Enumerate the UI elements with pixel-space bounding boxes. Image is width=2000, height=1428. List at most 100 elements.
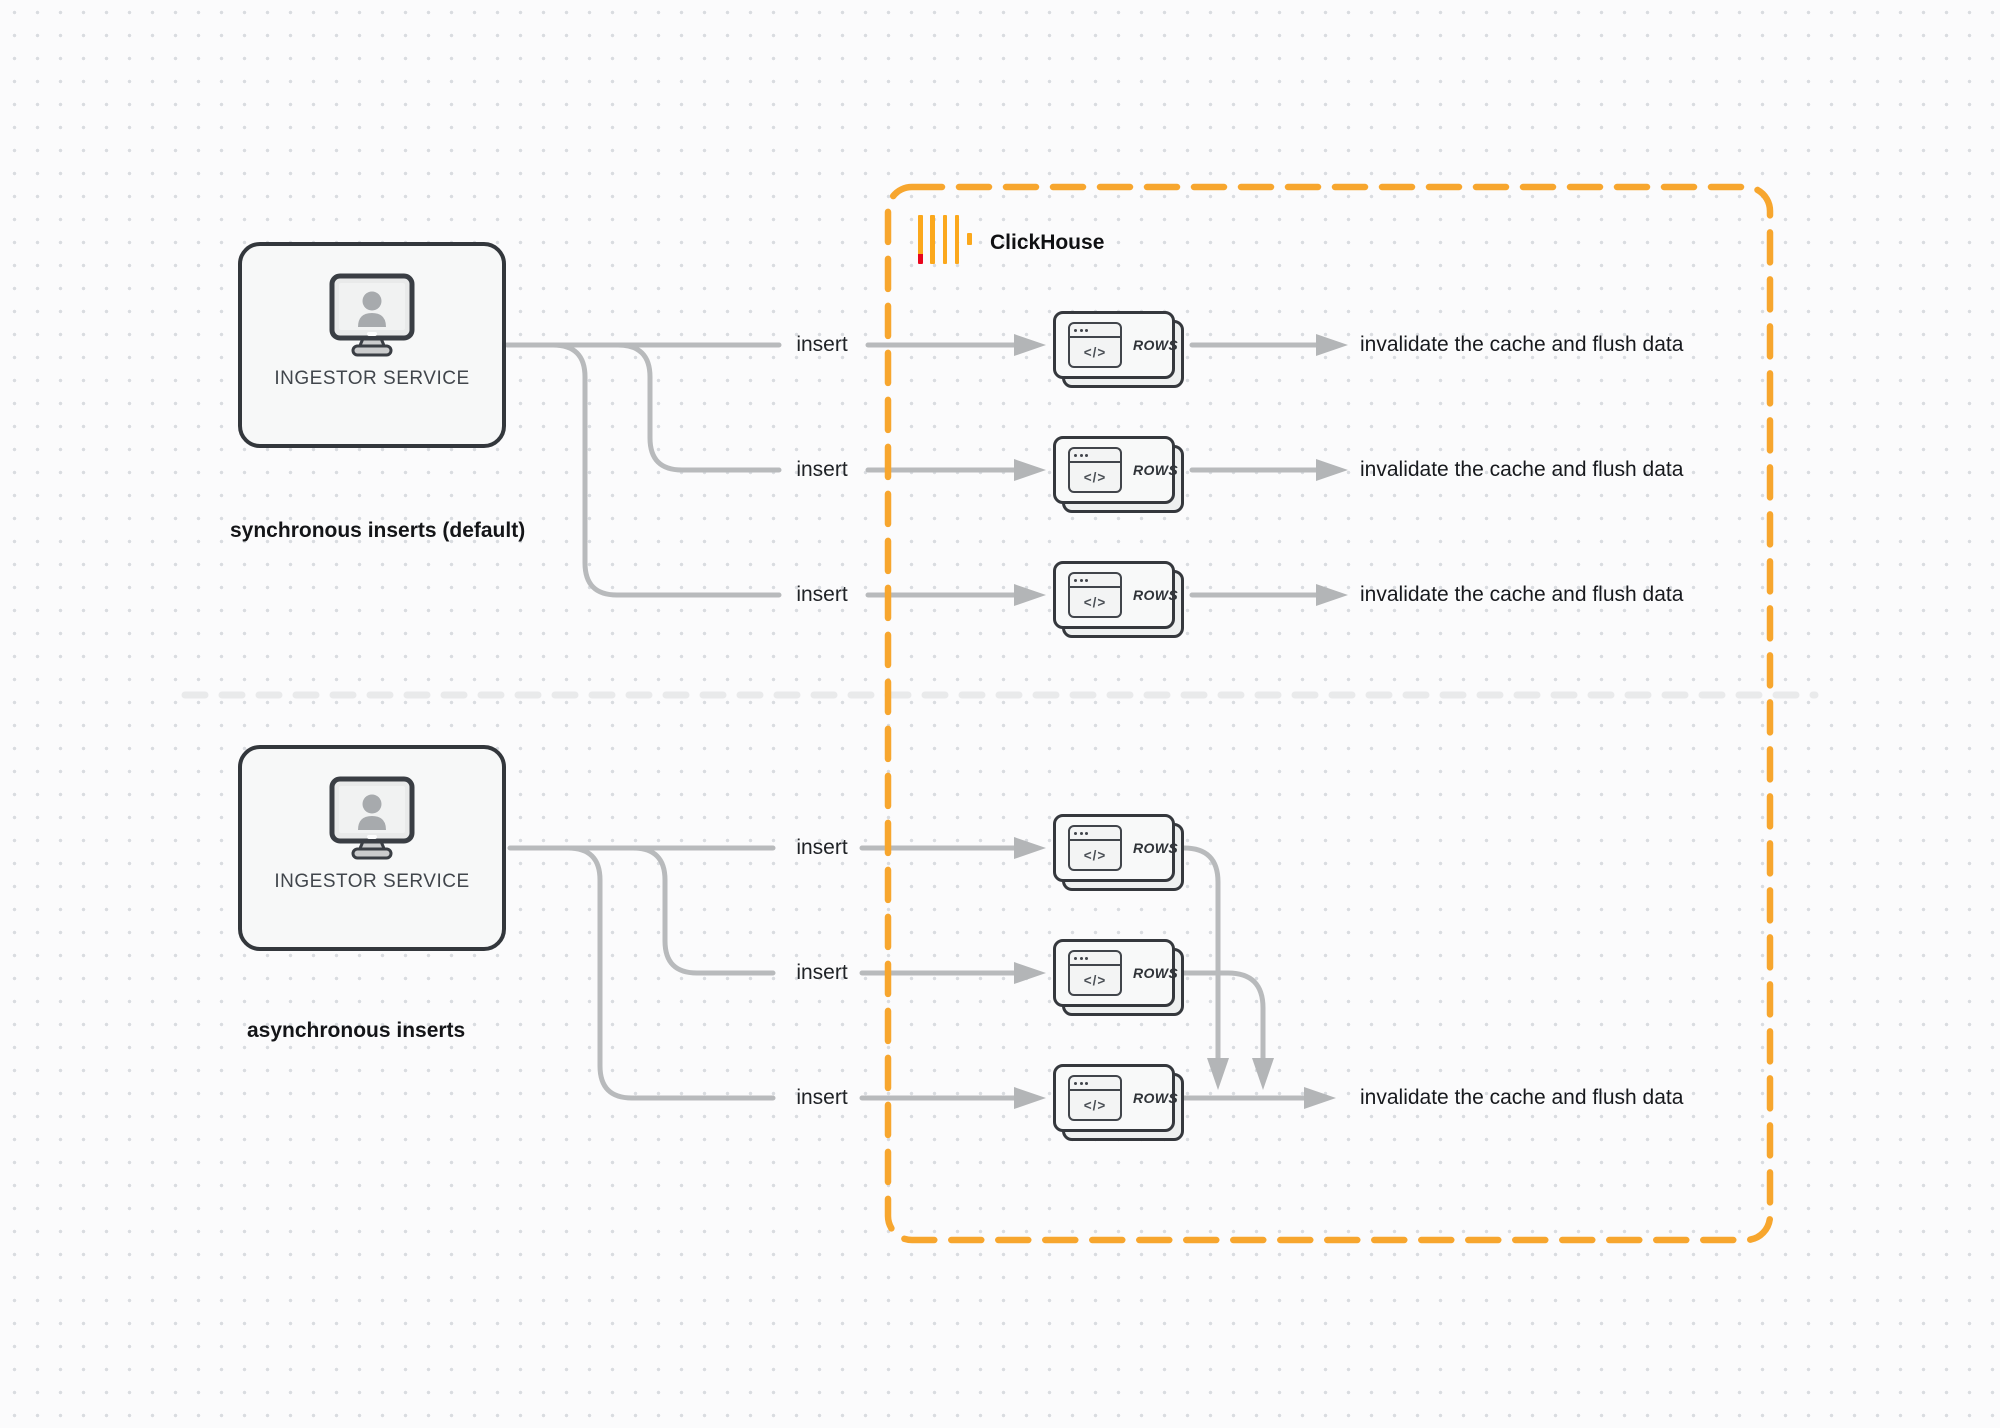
arrowhead-right xyxy=(1014,962,1046,984)
code-window-icon: </> xyxy=(1068,825,1122,871)
window-dot-icon xyxy=(1079,578,1083,582)
rows-label: ROWS xyxy=(1133,840,1179,856)
rows-card-front: </> ROWS xyxy=(1053,939,1179,1007)
rows-card-front: </> ROWS xyxy=(1053,1064,1179,1132)
rows-table-card: </> ROWS xyxy=(1053,561,1184,638)
clickhouse-label: ClickHouse xyxy=(990,231,1105,254)
insert-label: insert xyxy=(796,583,848,606)
async-connectors xyxy=(507,845,1309,1101)
result-label: invalidate the cache and flush data xyxy=(1360,333,1684,356)
window-dot-icon xyxy=(1085,328,1088,332)
insert-label: insert xyxy=(796,961,848,984)
arrowhead-down xyxy=(1252,1058,1274,1090)
code-glyph: </> xyxy=(1083,344,1107,360)
rows-table-card: </> ROWS xyxy=(1053,1064,1184,1141)
window-dot-icon xyxy=(1079,453,1083,457)
clickhouse-logo-icon xyxy=(918,214,972,264)
window-dot-icon xyxy=(1079,1081,1083,1085)
logo-bar xyxy=(930,214,935,264)
window-dot-icon xyxy=(1079,956,1083,960)
rows-table-card: </> ROWS xyxy=(1053,436,1184,513)
code-glyph: </> xyxy=(1083,469,1107,485)
async-branch-row3 xyxy=(565,845,776,1101)
monitor-user-icon xyxy=(329,776,415,860)
logo-bar xyxy=(942,214,948,264)
window-titlebar xyxy=(1070,324,1120,338)
logo-bar xyxy=(918,214,923,264)
async-arrowheads xyxy=(1014,837,1336,1109)
result-label: invalidate the cache and flush data xyxy=(1360,1086,1684,1109)
rows-card-front: </> ROWS xyxy=(1053,814,1179,882)
window-dot-icon xyxy=(1085,831,1088,835)
window-dot-icon xyxy=(1085,453,1088,457)
code-glyph: </> xyxy=(1083,594,1107,610)
insert-label: insert xyxy=(796,836,848,859)
code-window-icon: </> xyxy=(1068,1075,1122,1121)
arrowhead-right xyxy=(1014,459,1046,481)
code-glyph: </> xyxy=(1083,1097,1107,1113)
logo-bar xyxy=(967,233,972,245)
window-titlebar xyxy=(1070,1077,1120,1091)
sync-ingestor-box: INGESTOR SERVICE xyxy=(238,242,506,448)
rows-label: ROWS xyxy=(1133,337,1179,353)
window-dot-icon xyxy=(1085,578,1088,582)
window-dot-icon xyxy=(1074,1081,1077,1085)
code-window-icon: </> xyxy=(1068,322,1122,368)
rows-card-front: </> ROWS xyxy=(1053,436,1179,504)
rows-label: ROWS xyxy=(1133,587,1179,603)
code-glyph: </> xyxy=(1083,972,1107,988)
logo-bar xyxy=(954,214,960,264)
arrowhead-right xyxy=(1316,584,1348,606)
result-label: invalidate the cache and flush data xyxy=(1360,583,1684,606)
async-branch-row2 xyxy=(630,845,776,976)
arrowhead-right xyxy=(1014,1087,1046,1109)
arrowhead-right xyxy=(1304,1087,1336,1109)
window-titlebar xyxy=(1070,827,1120,841)
arrowhead-right xyxy=(1316,459,1348,481)
sync-section-caption: synchronous inserts (default) xyxy=(230,519,526,542)
monitor-user-icon xyxy=(329,273,415,357)
window-dot-icon xyxy=(1085,956,1088,960)
window-titlebar xyxy=(1070,449,1120,463)
rows-table-card: </> ROWS xyxy=(1053,311,1184,388)
ingestor-service-label: INGESTOR SERVICE xyxy=(274,871,470,892)
async-section-caption: asynchronous inserts xyxy=(247,1019,466,1042)
rows-card-front: </> ROWS xyxy=(1053,561,1179,629)
result-label: invalidate the cache and flush data xyxy=(1360,458,1684,481)
rows-card-front: </> ROWS xyxy=(1053,311,1179,379)
rows-table-card: </> ROWS xyxy=(1053,814,1184,891)
insert-label: insert xyxy=(796,1086,848,1109)
arrowhead-right xyxy=(1014,334,1046,356)
window-dot-icon xyxy=(1079,328,1083,332)
sync-connectors xyxy=(504,342,1321,598)
window-dot-icon xyxy=(1085,1081,1088,1085)
insert-label: insert xyxy=(796,458,848,481)
sync-branch-row2 xyxy=(615,342,782,473)
ingestor-service-label: INGESTOR SERVICE xyxy=(274,368,470,389)
arrowhead-down xyxy=(1207,1058,1229,1090)
arrowhead-right xyxy=(1316,334,1348,356)
window-dot-icon xyxy=(1074,831,1077,835)
window-dot-icon xyxy=(1074,453,1077,457)
arrowhead-right xyxy=(1014,837,1046,859)
window-dot-icon xyxy=(1074,328,1077,332)
code-window-icon: </> xyxy=(1068,572,1122,618)
code-window-icon: </> xyxy=(1068,447,1122,493)
code-glyph: </> xyxy=(1083,847,1107,863)
sync-branch-row3 xyxy=(550,342,782,598)
async-row2-down-line xyxy=(1181,970,1266,1061)
insert-label: insert xyxy=(796,333,848,356)
window-dot-icon xyxy=(1074,956,1077,960)
async-ingestor-box: INGESTOR SERVICE xyxy=(238,745,506,951)
async-row1-down-line xyxy=(1181,845,1221,1061)
rows-label: ROWS xyxy=(1133,462,1179,478)
rows-label: ROWS xyxy=(1133,965,1179,981)
code-window-icon: </> xyxy=(1068,950,1122,996)
rows-table-card: </> ROWS xyxy=(1053,939,1184,1016)
window-dot-icon xyxy=(1074,578,1077,582)
rows-label: ROWS xyxy=(1133,1090,1179,1106)
sync-arrowheads xyxy=(1014,334,1348,606)
window-titlebar xyxy=(1070,952,1120,966)
